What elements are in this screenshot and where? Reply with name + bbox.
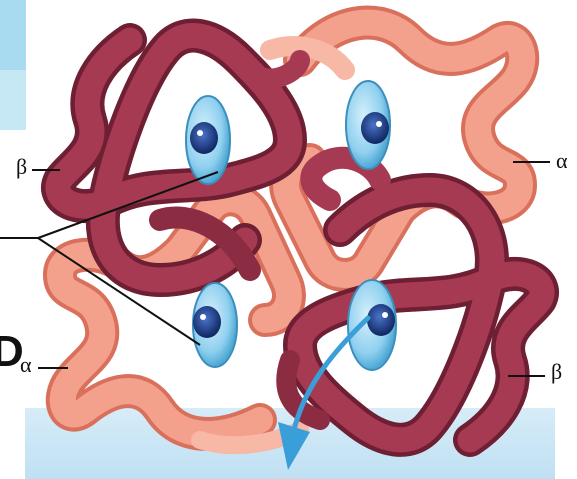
heme-group-top-left: [186, 96, 230, 184]
heme-group-top-right: [346, 81, 390, 169]
heme-group-bottom-left: [193, 283, 237, 367]
label-beta-left: β: [16, 156, 27, 178]
edge-letter: D: [0, 330, 24, 374]
label-beta-right: β: [551, 361, 562, 383]
heme-group-bottom-right: [348, 280, 396, 370]
label-alpha-right: α: [556, 150, 568, 172]
